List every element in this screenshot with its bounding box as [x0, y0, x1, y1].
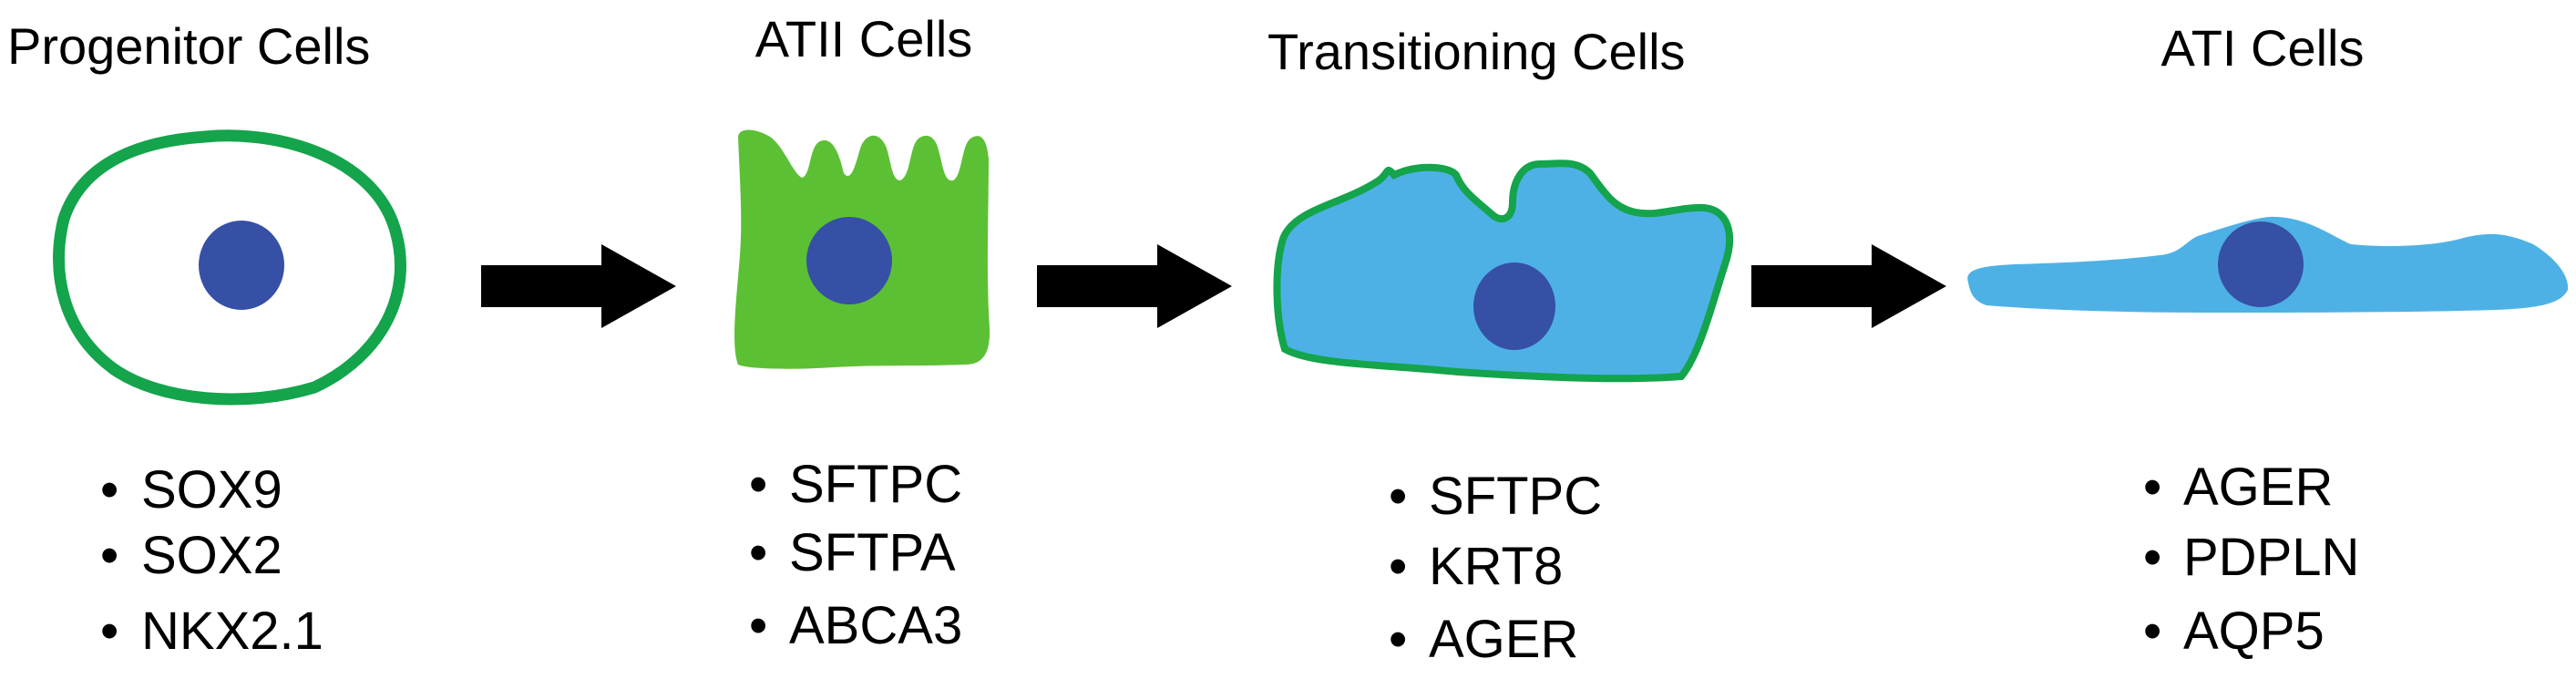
- marker-bullet: •: [100, 460, 118, 520]
- marker-bullet: •: [1389, 610, 1407, 669]
- atii-nucleus: [806, 217, 892, 304]
- marker-list-progenitor: • SOX9 • SOX2 • NKX2.1: [100, 460, 323, 661]
- marker-bullet: •: [2143, 458, 2161, 517]
- marker-bullet: •: [100, 526, 118, 585]
- marker-sftpa: SFTPA: [789, 523, 956, 582]
- marker-bullet: •: [749, 596, 767, 655]
- marker-bullet: •: [100, 602, 118, 661]
- right-arrow-icon: [1037, 244, 1232, 328]
- marker-list-atii: • SFTPC • SFTPA • ABCA3: [749, 455, 962, 655]
- stage-title-transitioning: Transitioning Cells: [1267, 23, 1686, 80]
- right-arrow-icon: [481, 244, 676, 328]
- marker-bullet: •: [2143, 528, 2161, 587]
- ati-nucleus: [2218, 221, 2304, 307]
- marker-pdpln: PDPLN: [2183, 528, 2359, 587]
- marker-sftpc: SFTPC: [789, 455, 962, 514]
- marker-bullet: •: [2143, 602, 2161, 661]
- marker-list-ati: • AGER • PDPLN • AQP5: [2143, 458, 2359, 661]
- marker-nkx2-1: NKX2.1: [141, 602, 323, 661]
- stage-atii: ATII Cells • SFTPC • SFTPA • ABCA3: [734, 10, 990, 655]
- marker-sftpc: SFTPC: [1429, 467, 1602, 526]
- stage-title-progenitor: Progenitor Cells: [7, 17, 370, 75]
- marker-sox9: SOX9: [141, 460, 282, 520]
- marker-sox2: SOX2: [141, 526, 282, 585]
- marker-abca3: ABCA3: [789, 596, 962, 655]
- marker-bullet: •: [749, 523, 767, 582]
- marker-ager: AGER: [2183, 458, 2333, 517]
- marker-krt8: KRT8: [1429, 537, 1563, 596]
- marker-aqp5: AQP5: [2183, 602, 2325, 661]
- progenitor-nucleus: [199, 221, 284, 310]
- marker-bullet: •: [1389, 537, 1407, 596]
- stage-title-atii: ATII Cells: [755, 10, 973, 67]
- stage-transitioning: Transitioning Cells • SFTPC • KRT8 • AGE…: [1267, 23, 1734, 669]
- stage-ati: ATI Cells • AGER • PDPLN • AQP5: [1967, 19, 2569, 661]
- stage-progenitor: Progenitor Cells • SOX9 • SOX2 • NKX2.1: [7, 17, 406, 661]
- stage-title-ati: ATI Cells: [2161, 19, 2365, 77]
- right-arrow-icon: [1751, 244, 1946, 328]
- transitioning-nucleus: [1473, 262, 1555, 350]
- marker-ager: AGER: [1429, 610, 1578, 669]
- marker-list-transitioning: • SFTPC • KRT8 • AGER: [1389, 467, 1602, 669]
- marker-bullet: •: [1389, 467, 1407, 526]
- marker-bullet: •: [749, 455, 767, 514]
